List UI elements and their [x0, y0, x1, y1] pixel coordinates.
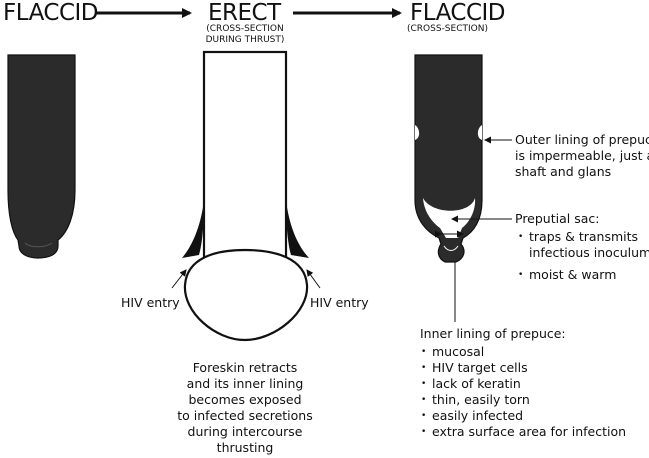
erect-note: (CROSS-SECTION DURING THRUST)	[195, 24, 295, 46]
sac-bullet-line: infectious inoculum	[529, 245, 649, 260]
erect-note-line1: (CROSS-SECTION	[206, 24, 284, 34]
inner-lining-bullet: mucosal	[420, 344, 626, 360]
inner-lining-text: Inner lining of prepuce: mucosal HIV tar…	[420, 326, 626, 440]
caption-line: Foreskin retracts	[192, 360, 298, 375]
erect-note-line2: DURING THRUST)	[205, 35, 285, 45]
hiv-entry-left-arrow	[171, 269, 187, 289]
outer-lining-line: is impermeable, just as	[515, 148, 649, 163]
preputial-sac-text: Preputial sac: traps & transmits infecti…	[515, 211, 649, 283]
caption-line: becomes exposed	[188, 392, 302, 407]
inner-lining-title: Inner lining of prepuce:	[420, 326, 566, 341]
flaccid-right-note: (CROSS-SECTION)	[407, 24, 488, 34]
outer-lining-line: Outer lining of prepuce	[515, 132, 649, 147]
caption-line: thrusting	[216, 440, 274, 455]
sac-bullet: traps & transmits infectious inoculum	[517, 229, 649, 261]
caption-line: to infected secretions	[177, 408, 313, 423]
sac-bullet: moist & warm	[517, 267, 649, 283]
erect-glans	[183, 248, 309, 342]
preputial-sac	[423, 198, 476, 238]
title-erect: ERECT	[208, 0, 281, 26]
hiv-entry-right-arrow	[306, 269, 321, 289]
caption-line: during intercourse	[187, 424, 303, 439]
outer-lining-text: Outer lining of prepuce is impermeable, …	[515, 132, 649, 180]
preputial-sac-title: Preputial sac:	[515, 211, 600, 226]
retracted-foreskin-right	[286, 200, 309, 258]
erect-caption: Foreskin retracts and its inner lining b…	[170, 360, 320, 456]
inner-lining-bullet: HIV target cells	[420, 360, 626, 376]
title-flaccid-left: FLACCID	[3, 0, 99, 26]
flaccid-penis-shape	[7, 54, 76, 259]
hiv-entry-right-label: HIV entry	[310, 295, 369, 310]
retracted-foreskin-left	[182, 200, 204, 258]
inner-lining-bullet: easily infected	[420, 408, 626, 424]
outer-lining-line: shaft and glans	[515, 164, 612, 179]
erect-shaft	[202, 50, 288, 264]
inner-lining-bullet: extra surface area for infection	[420, 424, 626, 440]
caption-line: and its inner lining	[186, 376, 304, 391]
title-flaccid-right: FLACCID	[410, 0, 506, 26]
hiv-entry-left-label: HIV entry	[121, 295, 180, 310]
sac-bullet-line: moist & warm	[529, 267, 617, 282]
sac-bullet-line: traps & transmits	[529, 229, 639, 244]
inner-lining-bullet: lack of keratin	[420, 376, 626, 392]
inner-lining-bullet: thin, easily torn	[420, 392, 626, 408]
